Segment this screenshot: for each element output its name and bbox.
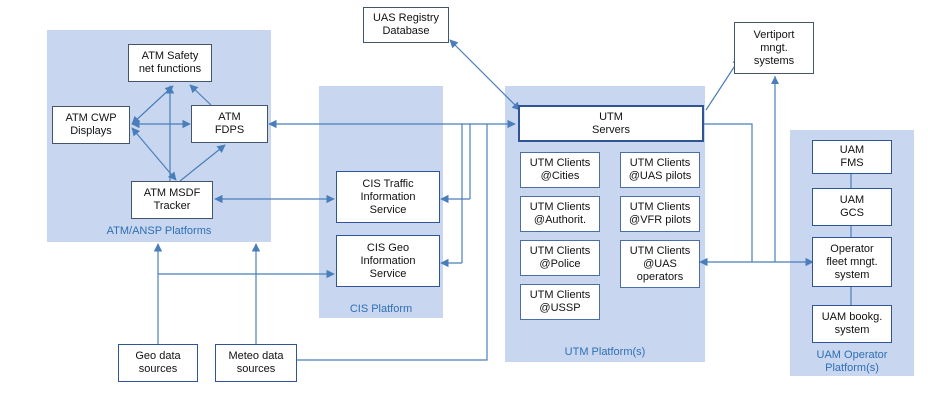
edge-cwp-msdf [131, 127, 177, 181]
edge-meteo-utm [297, 124, 488, 361]
edge-msdf-fdps [179, 144, 226, 182]
atm-fdps-node: ATM FDPS [191, 105, 268, 143]
edge-registry-utm [449, 39, 521, 111]
uam-platform-label: UAM Operator Platform(s) [816, 349, 888, 374]
meteo-data-sources-node: Meteo data sources [215, 344, 297, 382]
uam-booking-node: UAM bookg. system [812, 305, 892, 343]
edge-cwp-safety [131, 85, 174, 125]
vertiport-node: Vertiport mngt. systems [734, 22, 814, 74]
atm-platform-label: ATM/ANSP Platforms [106, 225, 212, 237]
utm-client-uas-operators-node: UTM Clients @UAS operators [620, 240, 700, 288]
edge-utm-fleet [703, 123, 753, 262]
utm-client-vfr-pilots-node: UTM Clients @VFR pilots [620, 196, 700, 232]
utm-client-cities-node: UTM Clients @Cities [520, 152, 600, 188]
cis-traffic-service-node: CIS Traffic Information Service [336, 171, 440, 223]
utm-servers-node: UTM Servers [518, 105, 704, 142]
geo-data-sources-node: Geo data sources [118, 344, 198, 382]
operator-fleet-node: Operator fleet mngt. system [812, 237, 892, 287]
atm-msdf-tracker-node: ATM MSDF Tracker [131, 181, 213, 219]
cis-geo-service-node: CIS Geo Information Service [336, 235, 440, 287]
uam-gcs-node: UAM GCS [812, 188, 892, 226]
cis-platform-label: CIS Platform [349, 303, 413, 315]
utm-client-uas-pilots-node: UTM Clients @UAS pilots [620, 152, 700, 188]
utm-client-ussp-node: UTM Clients @USSP [520, 284, 600, 320]
atm-safety-net-node: ATM Safety net functions [128, 44, 212, 82]
atm-cwp-displays-node: ATM CWP Displays [52, 106, 130, 144]
utm-platform-label: UTM Platform(s) [564, 346, 646, 358]
uam-fms-node: UAM FMS [812, 140, 892, 174]
edge-geo-sources [157, 269, 335, 344]
utm-client-authorities-node: UTM Clients @Authorit. [520, 196, 600, 232]
edge-fdps-safety [189, 84, 212, 106]
utm-client-police-node: UTM Clients @Police [520, 240, 600, 276]
uas-registry-node: UAS Registry Database [363, 7, 449, 43]
